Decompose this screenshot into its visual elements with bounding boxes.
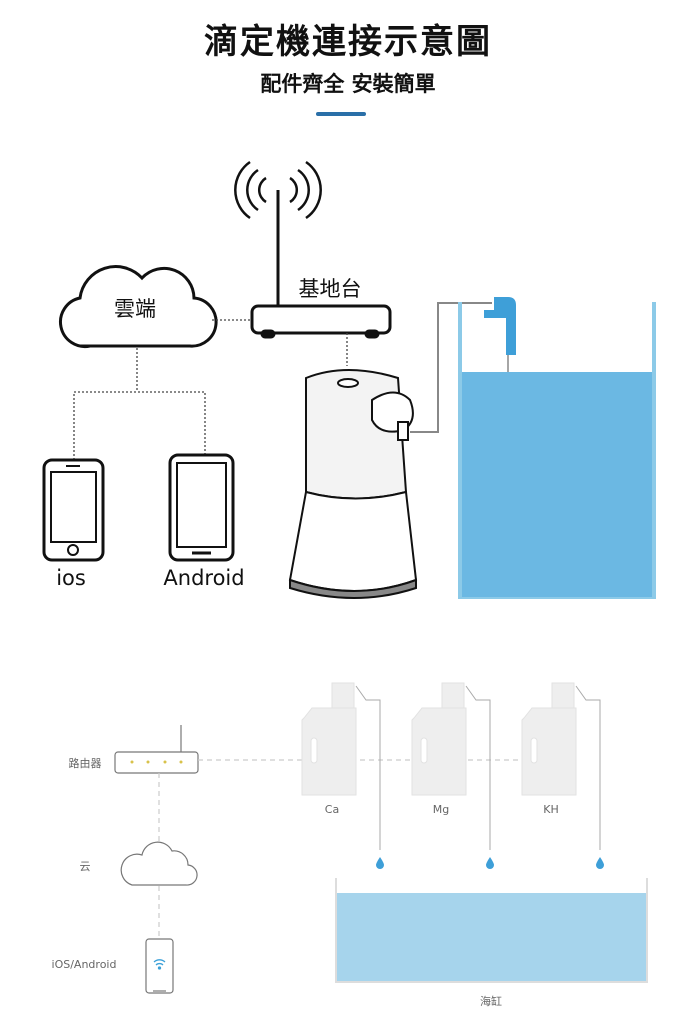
dotted-connection [73,319,348,460]
bottle-label-kh: KH [543,803,559,816]
bottle-kh [521,682,601,850]
wifi-icon [153,959,166,970]
page-subtitle: 配件齊全 安裝簡單 [260,72,436,96]
title-underline [316,112,366,116]
ios-label: ios [56,566,86,590]
dosing-pump-device [288,369,418,599]
bottle-mg [411,682,491,850]
dosing-tube [410,302,492,433]
cloud-label-small: 云 [79,860,91,873]
aquarium-tank-bottom [335,878,648,983]
page-title: 滴定機連接示意圖 [204,22,492,62]
wifi-signal-icon [234,160,322,220]
dosing-nozzle [484,297,516,355]
bottle-label-mg: Mg [432,803,450,816]
router-icon-small [114,725,199,774]
dashed-connection [158,759,525,938]
router-icon [250,190,392,339]
cloud-label: 雲端 [114,297,156,321]
cloud-icon [59,265,218,348]
router-label: 路由器 [68,757,102,770]
cloud-icon-small [120,841,198,886]
base-station-label: 基地台 [298,277,362,301]
phone-label: iOS/Android [51,958,117,971]
aquarium-tank [458,297,656,599]
android-label: Android [163,566,245,590]
smartphone-icon [145,938,174,994]
ios-phone-icon [42,458,105,562]
water-drop-icon [376,857,604,869]
tank-label: 海缸 [480,995,502,1008]
android-phone-icon [168,453,235,562]
bottle-ca [301,682,381,850]
bottle-label-ca: Ca [324,803,340,816]
